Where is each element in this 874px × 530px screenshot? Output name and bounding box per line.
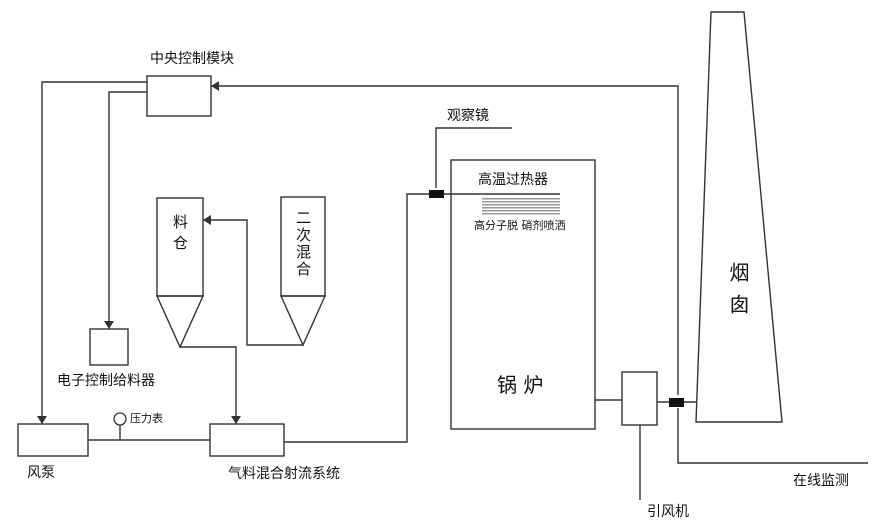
chimney-shape: [695, 11, 783, 423]
pressure-gauge-label: 压力表: [130, 412, 163, 425]
online-monitor-label: 在线监测: [793, 473, 849, 489]
material-silo-hopper: [155, 295, 205, 349]
electronic-feeder-box: [89, 328, 129, 366]
central-control-box: [146, 75, 212, 117]
material-silo-label: 料仓: [171, 214, 189, 256]
chimney-label: 烟囱: [726, 262, 750, 326]
induced-fan-box: [621, 371, 658, 426]
spray-pattern: [482, 198, 560, 215]
boiler-label: 锅 炉: [497, 373, 544, 397]
secondary-mix-hopper: [279, 295, 327, 347]
arrow-to-fan-pump: [37, 416, 47, 424]
arrow-to-jet: [231, 416, 241, 424]
electronic-feeder-label: 电子控制给料器: [57, 373, 155, 389]
arrow-to-central: [211, 81, 219, 91]
induced-fan-label: 引风机: [647, 504, 689, 520]
pressure-gauge-icon: [113, 412, 127, 426]
fan-pump-box: [17, 423, 89, 457]
jet-system-box: [209, 423, 285, 457]
central-control-label: 中央控制模块: [150, 51, 234, 67]
superheater-label: 高温过热器: [478, 172, 548, 188]
flue-sensor-block: [669, 398, 684, 407]
arrow-to-feeder: [104, 321, 114, 329]
fan-pump-label: 风泵: [27, 465, 55, 481]
arrow-to-silo: [203, 215, 211, 225]
jet-system-label: 气料混合射流系统: [228, 466, 340, 482]
observation-mirror-label: 观察镜: [447, 108, 489, 124]
polymer-spray-label: 高分子脱 硝剂喷洒: [474, 219, 566, 232]
nozzle-block: [429, 190, 444, 198]
boiler-box: [450, 159, 596, 430]
secondary-mix-label: 二次混合: [294, 210, 312, 278]
